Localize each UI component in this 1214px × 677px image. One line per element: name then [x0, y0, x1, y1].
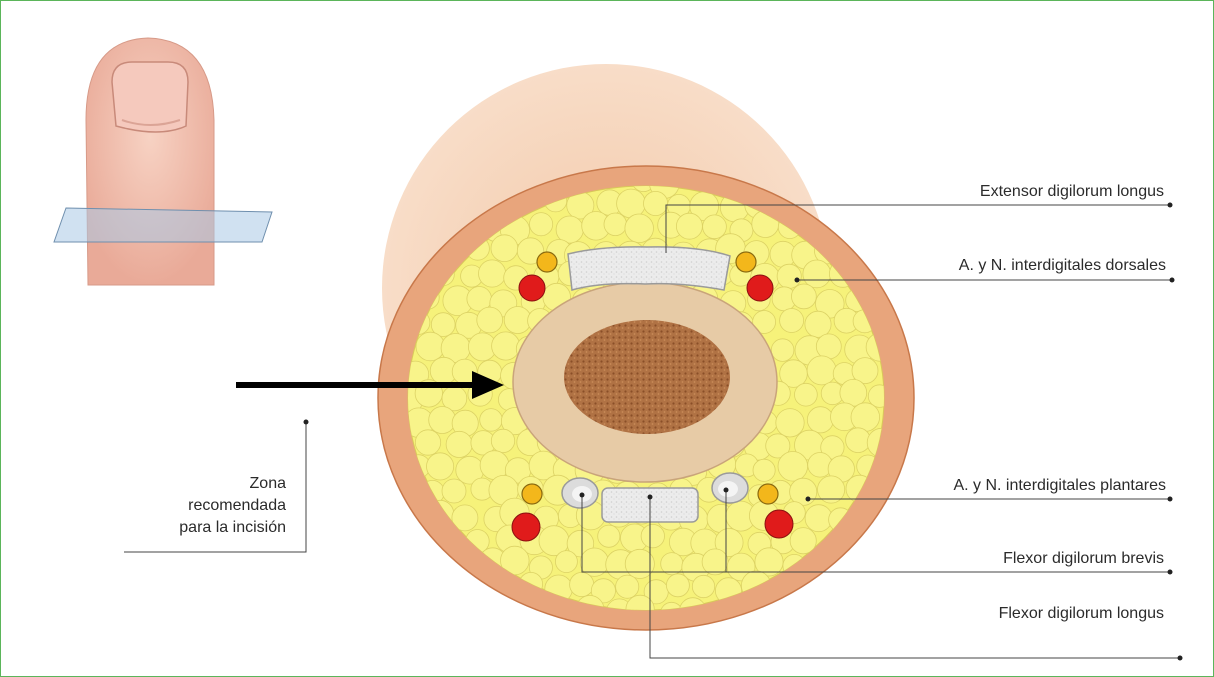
label-dorsal-nerves: A. y N. interdigitales dorsales — [959, 257, 1166, 274]
leader-dot — [1170, 278, 1175, 283]
leader-dot — [1168, 203, 1173, 208]
fat-cell — [491, 235, 518, 262]
leader-dot — [1168, 497, 1173, 502]
leader-dot — [1178, 656, 1183, 661]
fat-cell — [776, 409, 804, 437]
fat-cell — [617, 189, 646, 218]
fat-cell — [692, 575, 714, 597]
fat-cell — [480, 409, 503, 432]
fat-cell — [807, 356, 836, 385]
fat-cell — [555, 551, 577, 573]
fat-cell — [415, 430, 440, 455]
fat-cell — [702, 549, 728, 575]
dorsal-artery-right — [747, 275, 773, 301]
fat-cell — [477, 307, 503, 333]
leader-dot — [1168, 570, 1173, 575]
label-plantar-nerves: A. y N. interdigitales plantares — [953, 477, 1166, 494]
fat-cell — [805, 311, 831, 337]
fat-cell — [805, 505, 832, 532]
leader-dot — [806, 497, 811, 502]
fat-cell — [604, 213, 627, 236]
plantar-nerve-right — [758, 484, 778, 504]
fat-cell — [803, 260, 831, 288]
fat-cell — [661, 553, 683, 575]
leader-dot — [580, 493, 585, 498]
fat-cell — [644, 191, 668, 215]
fat-cell — [504, 307, 531, 334]
fat-cell — [816, 334, 841, 359]
leader-dot — [648, 495, 653, 500]
fat-cell — [641, 524, 664, 547]
fat-cell — [795, 383, 818, 406]
label-flexor-longus: Flexor digilorum longus — [999, 605, 1164, 622]
dorsal-nerve-right — [736, 252, 756, 272]
fat-cell — [556, 216, 583, 243]
fat-cell — [840, 379, 867, 406]
label-incision-line-1: Zona — [250, 475, 287, 492]
fat-cell — [753, 459, 775, 481]
label-flexor-brevis: Flexor digilorum brevis — [1003, 550, 1164, 567]
fat-cell — [530, 213, 553, 236]
plantar-artery-right — [765, 510, 793, 538]
plantar-artery-left — [512, 513, 540, 541]
fat-cell — [771, 339, 794, 362]
label-extensor-longus: Extensor digilorum longus — [980, 183, 1164, 200]
fat-cell — [446, 431, 472, 457]
label-incision-line-2: recomendada — [188, 497, 286, 514]
fat-cell — [807, 407, 833, 433]
fat-cell — [429, 407, 456, 434]
fat-cell — [676, 213, 702, 239]
fat-cell — [703, 215, 727, 239]
fat-cell — [778, 452, 808, 482]
fat-cell — [625, 214, 654, 243]
fat-cell — [491, 429, 514, 452]
cutting-plane — [54, 208, 272, 242]
fat-cell — [442, 479, 466, 503]
leader-dot — [304, 420, 309, 425]
leader-dot — [724, 488, 729, 493]
fat-cell — [851, 403, 880, 432]
fat-cell — [492, 332, 520, 360]
fat-cell — [598, 525, 620, 547]
plantar-nerve-left — [522, 484, 542, 504]
fat-cell — [616, 575, 639, 598]
fat-cell — [666, 574, 689, 597]
fat-cell — [416, 332, 445, 361]
fat-cell — [777, 264, 801, 288]
fat-cell — [427, 453, 454, 480]
fat-cell — [479, 260, 506, 287]
cross-section — [378, 64, 914, 630]
fat-cell — [846, 428, 871, 453]
toe-illustration — [54, 38, 272, 285]
bone-marrow — [564, 320, 730, 434]
dorsal-nerve-left — [537, 252, 557, 272]
fat-cell — [792, 284, 817, 309]
fat-cell — [780, 309, 804, 333]
fat-cell — [570, 572, 594, 596]
label-incision-line-3: para la incisión — [179, 519, 286, 536]
extensor-tendon — [568, 247, 730, 290]
dorsal-artery-left — [519, 275, 545, 301]
leader-dot — [795, 278, 800, 283]
